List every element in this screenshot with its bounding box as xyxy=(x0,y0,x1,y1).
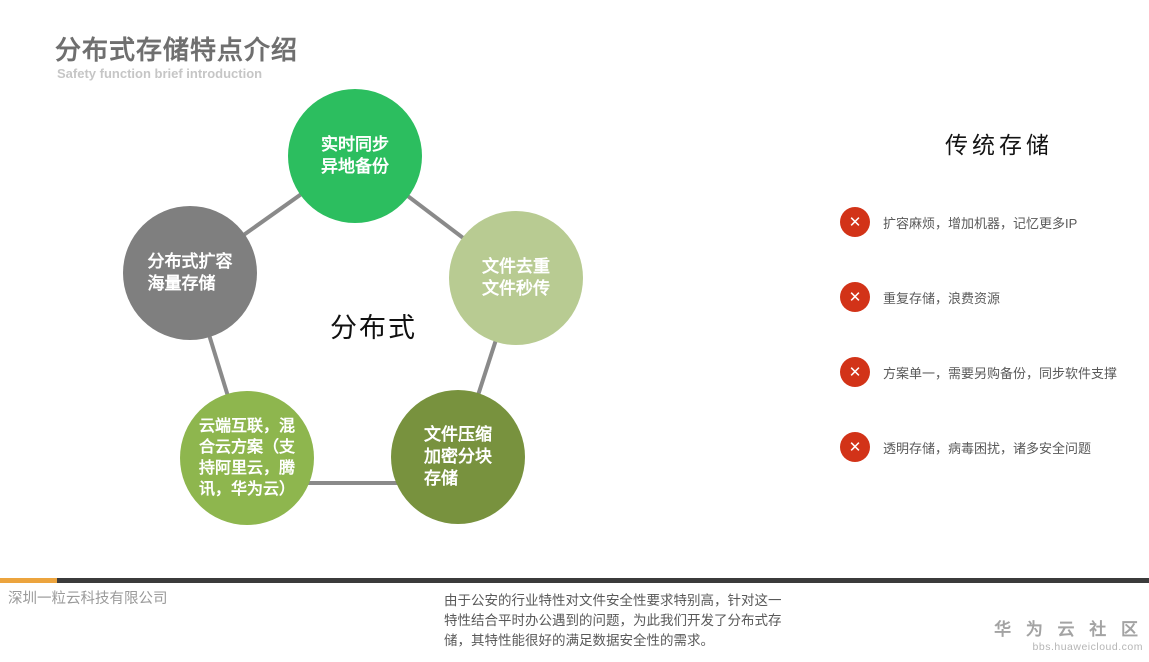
x-circle-icon: ✕ xyxy=(840,282,870,312)
traditional-item-row: ✕ 透明存储，病毒困扰，诸多安全问题 xyxy=(840,432,1091,462)
diagram-node-distributed-expansion: 分布式扩容 海量存储 xyxy=(123,206,257,340)
diagram-center-label: 分布式 xyxy=(330,313,417,343)
traditional-item-row: ✕ 扩容麻烦，增加机器，记忆更多IP xyxy=(840,207,1077,237)
footer-divider xyxy=(0,578,1149,583)
diagram-node-cloud-interconnect: 云端互联，混 合云方案（支 持阿里云，腾 讯，华为云） xyxy=(180,391,314,525)
footer-divider-accent xyxy=(0,578,57,583)
slide-subtitle: Safety function brief introduction xyxy=(57,66,263,81)
community-url: bbs.huaweicloud.com xyxy=(1032,641,1143,653)
x-circle-icon: ✕ xyxy=(840,432,870,462)
node-label: 分布式扩容 海量存储 xyxy=(147,252,233,293)
footer-note: 由于公安的行业特性对文件安全性要求特别高，针对这一 特性结合平时办公遇到的问题，… xyxy=(444,593,782,648)
x-circle-icon: ✕ xyxy=(840,357,870,387)
diagram-node-file-compression: 文件压缩 加密分块 存储 xyxy=(391,390,525,524)
node-label: 文件去重 文件秒传 xyxy=(482,257,550,298)
slide-title: 分布式存储特点介绍 xyxy=(55,35,299,65)
node-label: 云端互联，混 合云方案（支 持阿里云，腾 讯，华为云） xyxy=(198,418,295,498)
community-name: 华 为 云 社 区 xyxy=(994,620,1143,639)
company-name: 深圳一粒云科技有限公司 xyxy=(8,591,168,607)
distributed-storage-diagram: 实时同步 异地备份 分布式扩容 海量存储 文件去重 文件秒传 云端互联，混 合云… xyxy=(123,89,583,525)
traditional-item-row: ✕ 重复存储，浪费资源 xyxy=(840,282,1000,312)
node-label: 实时同步 异地备份 xyxy=(321,135,389,176)
traditional-item-row: ✕ 方案单一，需要另购备份，同步软件支撑 xyxy=(840,357,1117,387)
traditional-item-text: 方案单一，需要另购备份，同步软件支撑 xyxy=(883,365,1118,381)
community-block: 华 为 云 社 区 bbs.huaweicloud.com xyxy=(994,615,1143,653)
traditional-item-text: 重复存储，浪费资源 xyxy=(883,290,1001,306)
traditional-item-text: 扩容麻烦，增加机器，记忆更多IP xyxy=(883,215,1078,231)
diagram-node-file-dedup: 文件去重 文件秒传 xyxy=(449,211,583,345)
diagram-node-realtime-sync: 实时同步 异地备份 xyxy=(288,89,422,223)
x-circle-icon: ✕ xyxy=(840,207,870,237)
traditional-storage-heading: 传统存储 xyxy=(945,132,1053,158)
node-label: 文件压缩 加密分块 存储 xyxy=(424,425,492,488)
traditional-item-text: 透明存储，病毒困扰，诸多安全问题 xyxy=(883,440,1092,456)
